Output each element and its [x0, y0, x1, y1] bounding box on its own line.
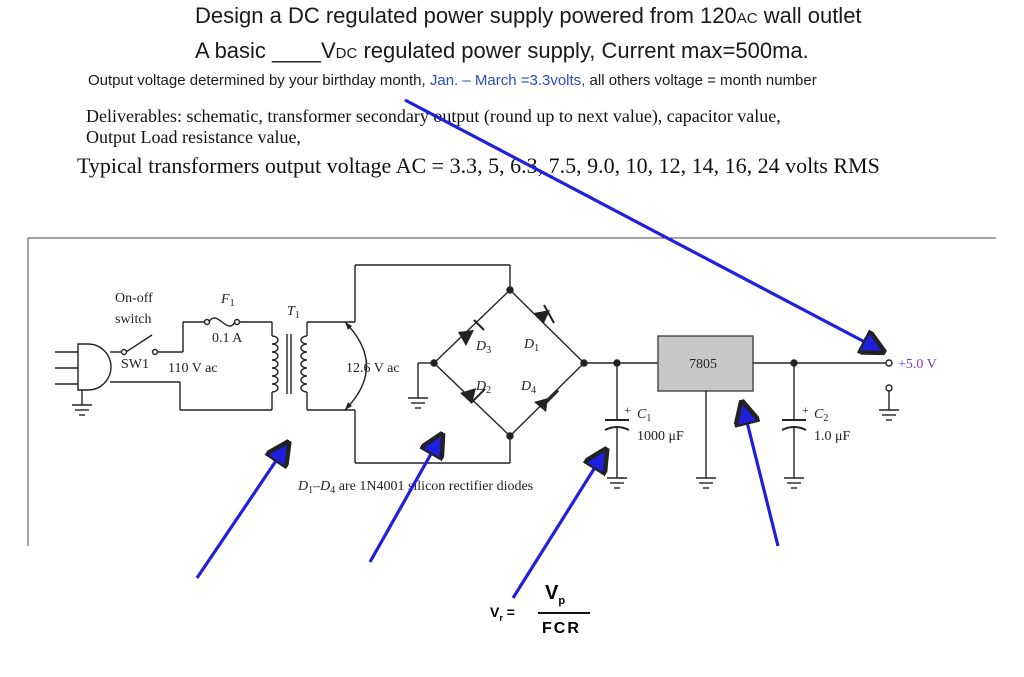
formula-denominator: FCR — [542, 620, 581, 637]
ground-icon — [408, 397, 428, 409]
diode-d1-icon — [534, 304, 555, 324]
ripple-formula: Vr = Vp FCR — [490, 582, 600, 652]
diode-d2-icon — [460, 388, 486, 404]
diode-d2-label: D2 — [475, 379, 491, 396]
c2-plus: + — [802, 403, 809, 417]
switch-ref: SW1 — [121, 357, 149, 372]
page-subtitle: A basic ____VDC regulated power supply, … — [195, 38, 809, 63]
page-title: Design a DC regulated power supply power… — [195, 3, 862, 28]
switch-icon — [120, 334, 159, 356]
fuse-value: 0.1 A — [212, 331, 243, 346]
fuse-icon — [203, 317, 241, 327]
regulator-7805-block — [657, 335, 754, 392]
ground-icon — [879, 409, 899, 421]
arrow-to-regulator — [743, 406, 780, 547]
c1-value: 1000 μF — [637, 429, 684, 444]
capacitor-c2-icon — [781, 419, 807, 431]
output-voltage-label: +5.0 V — [898, 357, 937, 372]
output-ground-terminal-icon — [885, 384, 893, 392]
ac-plug-icon — [55, 343, 112, 416]
formula-lhs: Vr = — [490, 604, 515, 623]
voltage-note: Output voltage determined by your birthd… — [88, 72, 817, 89]
formula-numerator: Vp — [545, 582, 566, 607]
switch-label-line2: switch — [115, 312, 152, 327]
input-voltage-label: 110 V ac — [168, 361, 218, 376]
c2-value: 1.0 μF — [814, 429, 851, 444]
diode-d3-label: D3 — [475, 339, 491, 356]
transformer-ref: T1 — [287, 304, 300, 321]
transformer-icon — [271, 334, 308, 394]
diode-d3-icon — [458, 319, 485, 346]
switch-label-line1: On-off — [115, 291, 153, 306]
c1-plus: + — [624, 403, 631, 417]
secondary-voltage-label: 12.6 V ac — [346, 361, 400, 376]
arrow-to-transformer — [195, 446, 286, 579]
diode-note: D1–D4 are 1N4001 silicon rectifier diode… — [297, 479, 533, 496]
ground-icon — [784, 477, 804, 489]
diode-d1-label: D1 — [523, 337, 539, 354]
arrow-to-output — [404, 98, 880, 350]
regulator-label: 7805 — [689, 357, 717, 372]
secondary-voltage-arc — [344, 321, 368, 411]
c1-ref: C1 — [637, 407, 651, 424]
bridge-rectifier — [430, 286, 588, 440]
ground-icon — [696, 477, 716, 489]
arrow-to-bridge — [368, 438, 440, 563]
c2-ref: C2 — [814, 407, 828, 424]
formula-fraction-bar — [538, 612, 590, 614]
diode-d4-icon — [534, 389, 560, 412]
arrow-to-capacitor — [511, 453, 604, 599]
ground-icon — [607, 477, 627, 489]
typical-transformers-text: Typical transformers output voltage AC =… — [77, 153, 880, 178]
diode-d4-label: D4 — [520, 379, 536, 396]
capacitor-c1-icon — [604, 419, 630, 431]
fuse-ref: F1 — [220, 292, 235, 309]
output-terminal-icon — [885, 359, 893, 367]
